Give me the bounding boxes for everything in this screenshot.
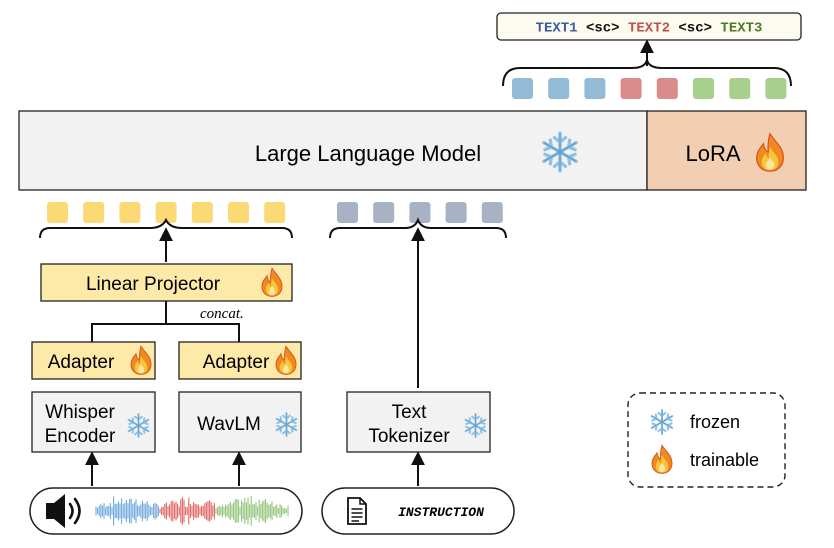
document-icon (347, 497, 367, 525)
output-token (729, 78, 751, 99)
legend-box (627, 392, 786, 488)
speech-token (191, 202, 213, 223)
output-brace (502, 59, 792, 87)
output-token (620, 78, 642, 99)
audio-waveform (95, 496, 289, 526)
instruction-label: INSTRUCTION (398, 505, 484, 520)
text-token (409, 202, 431, 223)
speech-token (155, 202, 177, 223)
speech-token (47, 202, 68, 223)
text-token (337, 202, 358, 223)
instruction-pill (321, 487, 515, 535)
legend-frozen-label: frozen (690, 412, 740, 432)
whisper-encoder-line1: Whisper (45, 402, 115, 423)
llm-label: Large Language Model (255, 141, 481, 166)
speaker-icon (46, 494, 81, 528)
output-token (693, 78, 714, 99)
linear-projector-label: Linear Projector (86, 274, 221, 295)
output-token (765, 78, 787, 99)
tokenizer-line2: Tokenizer (368, 426, 450, 447)
text-token (445, 202, 467, 223)
output-token (584, 78, 606, 99)
output-separator-1: <sc> (578, 21, 628, 37)
output-text: TEXT1 <sc> TEXT2 <sc> TEXT3 (536, 21, 763, 37)
whisper-encoder-line2: Encoder (45, 426, 116, 447)
output-token (548, 78, 570, 99)
speech-token (119, 202, 141, 223)
speech-token (228, 202, 249, 223)
text-token (481, 202, 503, 223)
tokenizer-line1: Text (392, 402, 428, 423)
concat-connector (91, 323, 240, 342)
adapter-label-whisper: Adapter (48, 352, 115, 373)
legend-trainable-label: trainable (690, 450, 759, 470)
speech-tokens (47, 202, 286, 223)
text-brace (329, 217, 507, 239)
speech-token (264, 202, 286, 223)
output-token (656, 78, 678, 99)
concat-label: concat. (200, 306, 244, 322)
output-token (512, 78, 533, 99)
llm-box (18, 110, 648, 191)
output-segment-3: TEXT3 (720, 21, 762, 37)
adapter-label-wavlm: Adapter (203, 352, 270, 373)
speech-brace (39, 217, 293, 239)
output-segment-1: TEXT1 (536, 21, 578, 37)
speech-token (83, 202, 105, 223)
text-tokenizer-box (346, 391, 491, 453)
whisper-encoder-box (31, 391, 156, 453)
lora-label: LoRA (685, 141, 740, 166)
output-tokens (512, 78, 787, 99)
text-token (373, 202, 395, 223)
text-tokens (337, 202, 503, 223)
output-separator-2: <sc> (670, 21, 720, 37)
output-segment-2: TEXT2 (628, 21, 670, 37)
wavlm-label: WavLM (197, 414, 261, 435)
